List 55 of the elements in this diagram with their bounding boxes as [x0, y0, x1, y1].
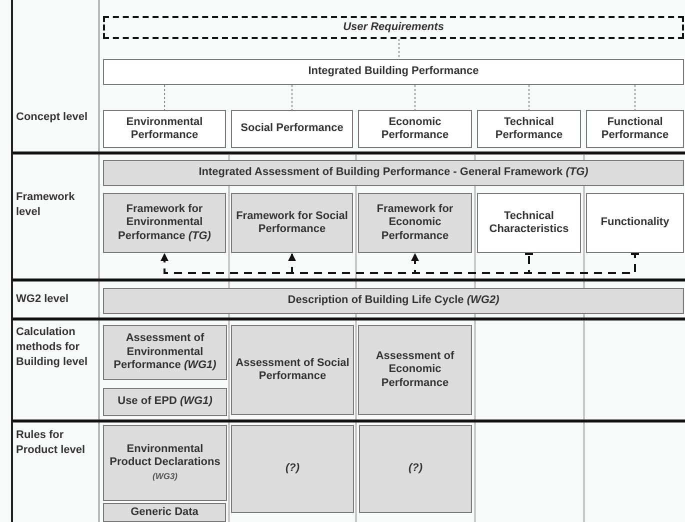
node-label: Technical Performance [494, 116, 564, 142]
node-label: Framework for Social Performance [235, 210, 349, 236]
node-label: Functionality [600, 216, 670, 230]
connector-line [634, 84, 636, 110]
process-box [103, 288, 684, 314]
node-label: Technical Characteristics [488, 210, 570, 236]
row-label: WG2 level [16, 292, 70, 307]
process-box [103, 110, 226, 148]
row-label: Concept level [16, 110, 89, 125]
process-box [586, 110, 684, 148]
connector-line [164, 84, 165, 110]
process-box [231, 325, 354, 415]
row-label: Rules for Product level [16, 428, 86, 458]
node-label: (?) [408, 462, 423, 476]
node-label: Functional Performance [600, 116, 670, 142]
process-box [477, 110, 581, 148]
process-box [358, 325, 472, 415]
node-label: User Requirements [343, 20, 444, 34]
process-box [103, 160, 684, 186]
node-label: Environmental Product Declarations [108, 442, 222, 470]
requirement-box [103, 16, 684, 39]
process-box [103, 59, 684, 85]
node-label: Assessment of Economic Performance [374, 350, 456, 390]
process-box [231, 110, 353, 148]
row-label: Framework level [16, 190, 76, 220]
node-label: (?) [285, 462, 300, 476]
process-box [103, 193, 226, 253]
node-label: Environmental Performance [125, 116, 204, 142]
node-label: Description of Building Life Cycle (WG2) [288, 294, 500, 308]
process-box [358, 193, 472, 253]
process-box [477, 193, 581, 253]
node-label: Framework for Environmental Performance (TG) [117, 202, 212, 244]
process-box [103, 388, 227, 416]
annotation: (WG3) [152, 470, 178, 483]
node-label: Framework for Economic Performance [376, 202, 454, 244]
process-box [586, 193, 684, 253]
process-box [103, 503, 226, 522]
node-label: Assessment of Social Performance [234, 356, 350, 384]
process-box [103, 325, 227, 380]
node-label: Social Performance [240, 122, 344, 136]
connector-line [414, 84, 416, 110]
node-label: Use of EPD (WG1) [118, 395, 212, 409]
process-box [358, 110, 472, 148]
process-box [231, 193, 353, 253]
process-box [231, 425, 354, 513]
node-label: Integrated Building Performance [308, 65, 479, 79]
node-label: Generic Data [130, 506, 198, 520]
row-label: Calculation methods for Building level [16, 325, 89, 370]
process-box [103, 425, 227, 501]
connector-line [528, 84, 530, 110]
process-box [359, 425, 472, 513]
node-label: Economic Performance [380, 116, 450, 142]
node-label: Assessment of Environmental Performance (WG1) [112, 332, 218, 373]
node-label: Integrated Assessment of Building Performance - General Framework (TG) [198, 166, 588, 180]
connector-line [398, 38, 400, 60]
